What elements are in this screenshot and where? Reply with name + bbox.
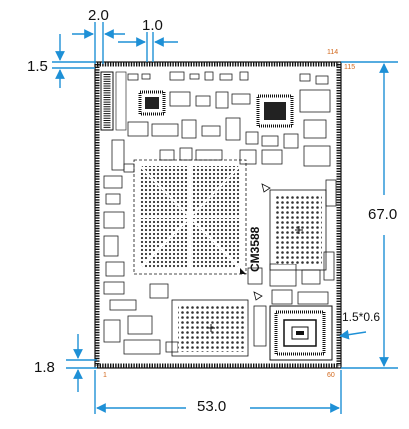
dimension-lines <box>52 22 398 414</box>
dim-left-top-offset-label: 1.5 <box>27 58 48 75</box>
dim-pad-label: 1.5*0.6 <box>342 310 381 324</box>
dim-width-label: 53.0 <box>197 398 227 415</box>
dim-height-label: 67.0 <box>368 206 398 223</box>
pin-label-top-right: 114 <box>327 49 339 56</box>
pin-label-bottom-left: 1 <box>103 372 107 379</box>
dim-left-bottom-offset-label: 1.8 <box>34 359 55 376</box>
qfn-chip-right <box>256 94 294 128</box>
fpc-connector <box>100 71 127 131</box>
soc-bga <box>133 159 247 275</box>
qfn-chip-left <box>138 90 166 116</box>
pin-label-right-top: 115 <box>344 64 356 71</box>
ram-bga-right <box>261 183 327 271</box>
dim-top-width-label: 2.0 <box>88 7 109 24</box>
ram-bga-bottom <box>171 291 263 357</box>
soc-chip-label: CM3588 <box>248 226 262 272</box>
pmic-chip <box>269 305 333 361</box>
dim-top-pitch-label: 1.0 <box>142 17 163 34</box>
pin-label-bottom-right: 60 <box>327 372 335 379</box>
